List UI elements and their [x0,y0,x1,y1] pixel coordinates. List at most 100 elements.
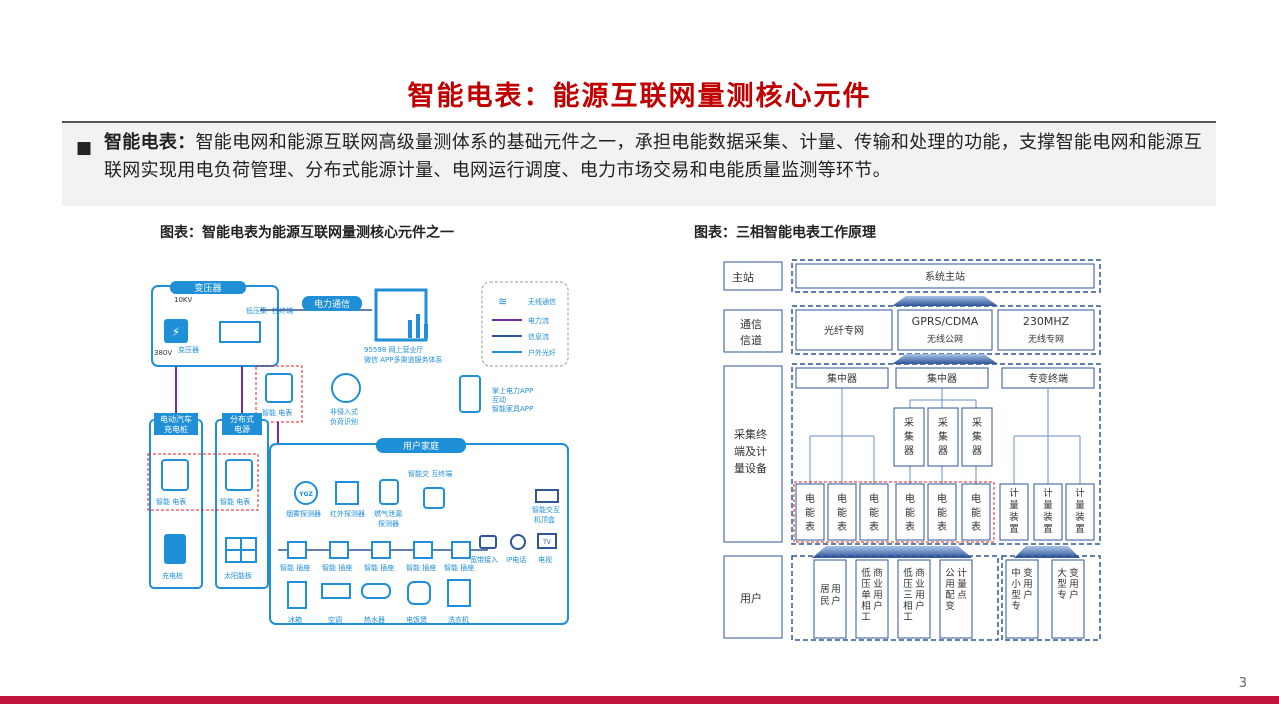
fiber-box [795,309,893,351]
up-arrow [1014,546,1080,558]
collector-box [961,407,993,467]
up-arrow [812,546,972,558]
meter-a-icon [161,459,189,491]
row-label-comm1: 通信 [740,318,762,331]
rice-cooker-icon [407,581,431,605]
user-box [897,559,931,639]
meter-label: 电能表 [805,492,815,533]
row-label-collect-box [723,365,783,543]
smart-meter-top-label: 智能 电表 [262,408,292,417]
fridge-icon [287,581,307,609]
appliance-label: 冰箱 [288,615,302,624]
home-tag [376,438,466,453]
gas-detector-icon [379,479,399,505]
tv-icon-label: TV [542,539,552,546]
appliance-row: 冰箱 空调 热水器 电饭煲 洗衣机 [287,579,471,624]
app-label3: 智能家具APP [492,404,533,413]
socket-icon [287,541,307,559]
row-label-user-box [723,555,783,639]
service-line2: 微信 APP多渠道服务体系 [364,355,442,364]
appliance-label: 电饭煲 [406,615,427,624]
concentrator2-label: 集中器 [927,372,957,385]
meter-label: 电能表 [905,492,915,533]
gas-label1: 燃气泄漏 [374,509,402,518]
power-comm-tag [302,296,362,311]
socket-icon [371,541,391,559]
solar-panel-label: 太阳能板 [224,571,252,580]
user-box [1005,559,1039,639]
user-box [1051,559,1085,639]
collector-label: 采集器 [904,417,914,457]
legend-wireless: 无线通信 [528,297,556,306]
user-box [813,559,847,639]
transformer-tag [170,281,246,294]
socket-label: 智能 插座 [364,563,394,572]
mhz-label2: 无线专网 [1028,333,1064,345]
figure2-three-phase-meter-diagram: 主站 通信 信道 采集终 端及计 量设备 用户 系统主站 光纤专网 GPRS/C… [722,258,1104,644]
interactive-terminal-icon [423,487,445,509]
mhz-box [997,309,1095,351]
non-intrusive-label1: 非侵入式 [330,407,358,416]
socket-label: 智能 插座 [322,563,352,572]
user-label: 大型专 [1057,567,1067,601]
user-row: 居民用户低压单相工商业用户低压三相工商业用户公用配变计量点中小型专变用户大型专变… [813,559,1085,639]
broadband-icon [479,535,497,549]
meter-box [927,483,957,541]
user-box [939,559,973,639]
metering-device-label: 计量装置 [1043,487,1053,535]
socket-icon [451,541,471,559]
ev-charger-tag [154,413,198,435]
tv-icon [537,533,557,549]
system-master-box [795,263,1095,289]
socket-icon [329,541,349,559]
user-label: 公用配变 [945,568,955,612]
ev-charger-label2: 充电桩 [164,424,188,434]
meter-b-icon [225,459,253,491]
socket-row: 智能 插座 智能 插座 智能 插座 智能 插座 智能 插座 [280,541,474,572]
meter-label: 电能表 [937,492,947,533]
smoke-detector-icon [294,481,318,505]
non-intrusive-label2: 负荷识别 [330,417,358,426]
meter-box [961,483,991,541]
ev-charger-label1: 电动汽车 [160,414,192,424]
charger-pile-label: 充电桩 [162,571,183,580]
wifi-icon: ≋ [498,295,507,308]
row-label-collect1: 采集终 [734,427,767,441]
mhz-label1: 230MHZ [1023,315,1070,328]
set-top-box-icon [535,489,559,503]
infrared-label: 红外探测器 [330,509,365,518]
summary-lead: 智能电表： [104,132,196,153]
low-concentrator-label: 低压集 [246,306,267,315]
row-label-comm-box [723,309,783,353]
broadband-label: 宽带接入 [470,555,498,564]
user-label: 中小型专 [1011,567,1021,612]
footer-bar [0,696,1279,704]
ip-phone-label: IP电话 [506,555,526,564]
gprs-label2: 无线公网 [927,333,963,345]
transformer-label: 变压器 [178,345,199,354]
metering-device-box [1033,483,1063,541]
dist-power-label1: 分布式 [230,414,254,424]
user-box [855,559,889,639]
legend-power: 电力流 [528,316,549,325]
row-label-collect3: 量设备 [734,461,767,475]
figure1-caption: 图表：智能电表为能源互联网量测核心元件之一 [160,225,454,241]
dedicated-terminal-label: 专变终端 [1028,372,1068,385]
summary-body: 智能电网和能源互联网高级量测体系的基础元件之一，承担电能数据采集、计量、传输和处… [104,132,1202,181]
meters-highlight-box [147,453,259,511]
meter-label: 电能表 [837,492,847,533]
ac-icon [321,583,351,599]
gprs-box [897,309,993,351]
dist-power-label2: 电源 [234,424,250,434]
appliance-label: 洗衣机 [448,615,469,624]
socket-label: 智能 插座 [406,563,436,572]
v380-label: 380V [154,349,172,357]
interactive-terminal-label: 智能交 互终端 [408,469,452,478]
socket-label: 智能 插座 [444,563,474,572]
meter-label: 电能表 [869,492,879,533]
summary-text: 智能电表：智能电网和能源互联网高级量测体系的基础元件之一，承担电能数据采集、计量… [104,129,1209,185]
user-label: 用户 [831,584,841,607]
